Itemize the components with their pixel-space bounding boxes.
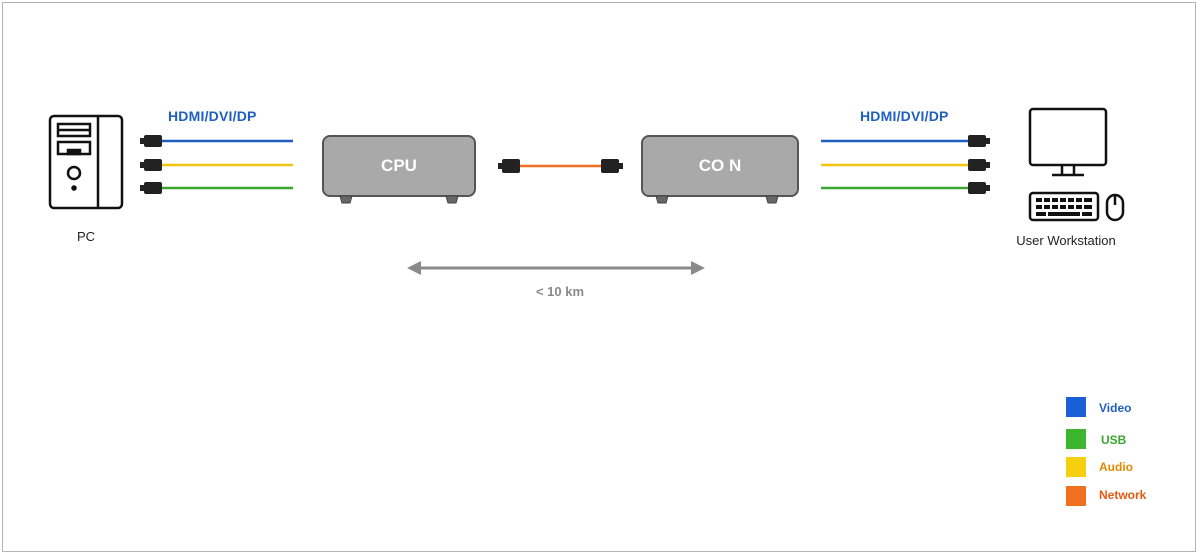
mouse-icon	[1105, 193, 1125, 222]
cpu-unit-label: CPU	[381, 156, 417, 175]
left-connectors	[140, 135, 162, 194]
legend-audio-swatch	[1066, 457, 1086, 477]
distance-label: < 10 km	[535, 284, 585, 299]
legend-video-swatch	[1066, 397, 1086, 417]
left-cables	[140, 135, 293, 194]
con-unit	[641, 135, 799, 204]
distance-arrow	[407, 261, 705, 275]
monitor-icon	[1028, 107, 1108, 177]
pc-tower-icon	[48, 114, 124, 210]
legend-usb-label: USB	[1101, 433, 1127, 447]
keyboard-icon	[1028, 191, 1100, 222]
legend-network-label: Network	[1099, 488, 1147, 502]
legend-audio-label: Audio	[1099, 460, 1133, 474]
cpu-unit	[322, 135, 476, 204]
legend-usb-swatch	[1066, 429, 1086, 449]
legend-network-swatch	[1066, 486, 1086, 506]
right-cables	[821, 135, 990, 194]
workstation-label: User Workstation	[1016, 233, 1116, 248]
legend-video-label: Video	[1099, 401, 1132, 415]
network-cable	[498, 159, 623, 173]
left-cable-label: HDMI/DVI/DP	[168, 108, 257, 124]
right-cable-label: HDMI/DVI/DP	[860, 108, 949, 124]
right-connectors	[968, 135, 990, 194]
pc-label: PC	[76, 229, 96, 244]
con-unit-label: CO N	[698, 156, 742, 175]
